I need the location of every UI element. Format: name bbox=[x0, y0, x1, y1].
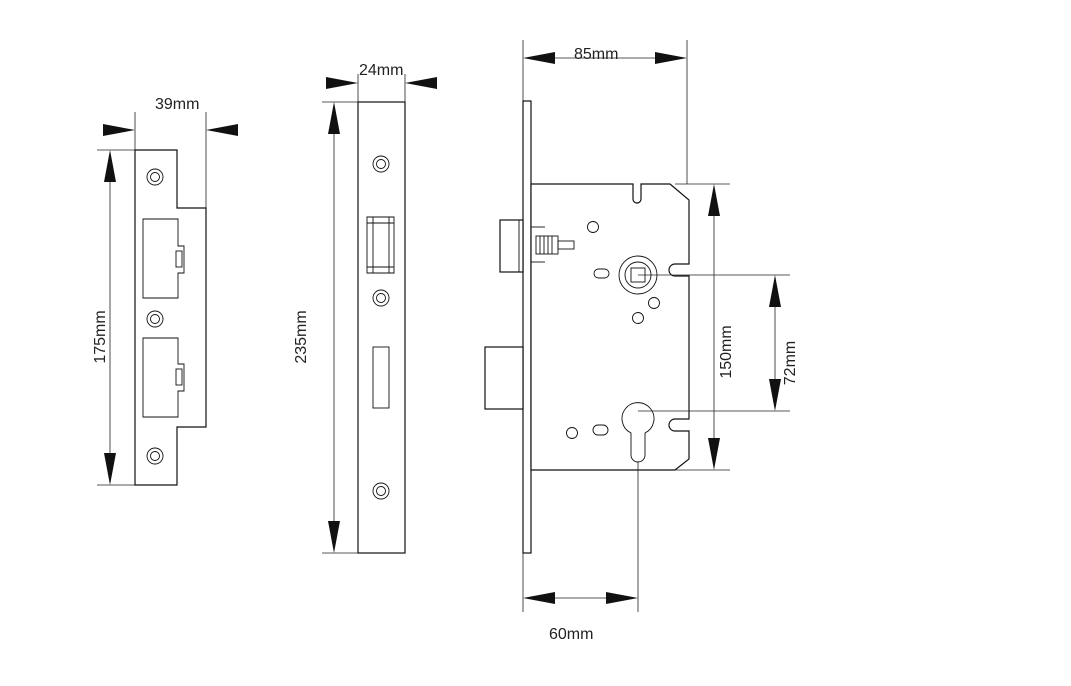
strike-height-label: 175mm bbox=[92, 310, 109, 363]
faceplate bbox=[357, 101, 406, 554]
strike-screw-hole bbox=[146, 310, 164, 328]
faceplate-height-dimension: 235mm bbox=[293, 101, 358, 554]
faceplate-width-dimension: 24mm bbox=[326, 62, 437, 102]
case-hole bbox=[587, 221, 599, 233]
case-depth-dimension: 60mm bbox=[523, 462, 639, 643]
faceplate-width-label: 24mm bbox=[359, 62, 403, 79]
strike-bolt-opening bbox=[142, 337, 185, 418]
case-hole bbox=[632, 312, 644, 324]
strike-screw-hole bbox=[146, 168, 164, 186]
faceplate-height-label: 235mm bbox=[293, 310, 310, 363]
backset-dimension: 85mm bbox=[522, 40, 688, 612]
case-hole bbox=[566, 427, 578, 439]
lock-body bbox=[484, 100, 690, 554]
faceplate-latch-opening bbox=[366, 216, 395, 274]
strike-height-dimension: 175mm bbox=[92, 149, 135, 486]
faceplate-screw-hole bbox=[372, 289, 390, 307]
backset-label: 85mm bbox=[574, 46, 618, 63]
case-hole bbox=[648, 297, 660, 309]
strike-screw-hole bbox=[146, 447, 164, 465]
case-height-label: 150mm bbox=[718, 325, 735, 378]
centres-label: 72mm bbox=[782, 341, 799, 385]
case-depth-label: 60mm bbox=[549, 626, 593, 643]
centres-dimension: 72mm bbox=[638, 274, 799, 412]
strike-latch-opening bbox=[142, 218, 185, 299]
case-slot bbox=[592, 424, 609, 436]
latch-spring bbox=[531, 226, 575, 263]
dead-bolt bbox=[484, 346, 524, 410]
faceplate-bolt-opening bbox=[372, 346, 390, 409]
lock-case bbox=[530, 183, 690, 471]
faceplate-screw-hole bbox=[372, 155, 390, 173]
lock-forend bbox=[522, 100, 532, 554]
latch-bolt bbox=[499, 219, 524, 273]
strike-plate bbox=[134, 149, 207, 486]
case-slot bbox=[593, 268, 610, 279]
faceplate-screw-hole bbox=[372, 482, 390, 500]
strike-width-dimension: 39mm bbox=[103, 96, 238, 208]
strike-width-label: 39mm bbox=[155, 96, 199, 113]
case-height-dimension: 150mm bbox=[675, 183, 735, 471]
